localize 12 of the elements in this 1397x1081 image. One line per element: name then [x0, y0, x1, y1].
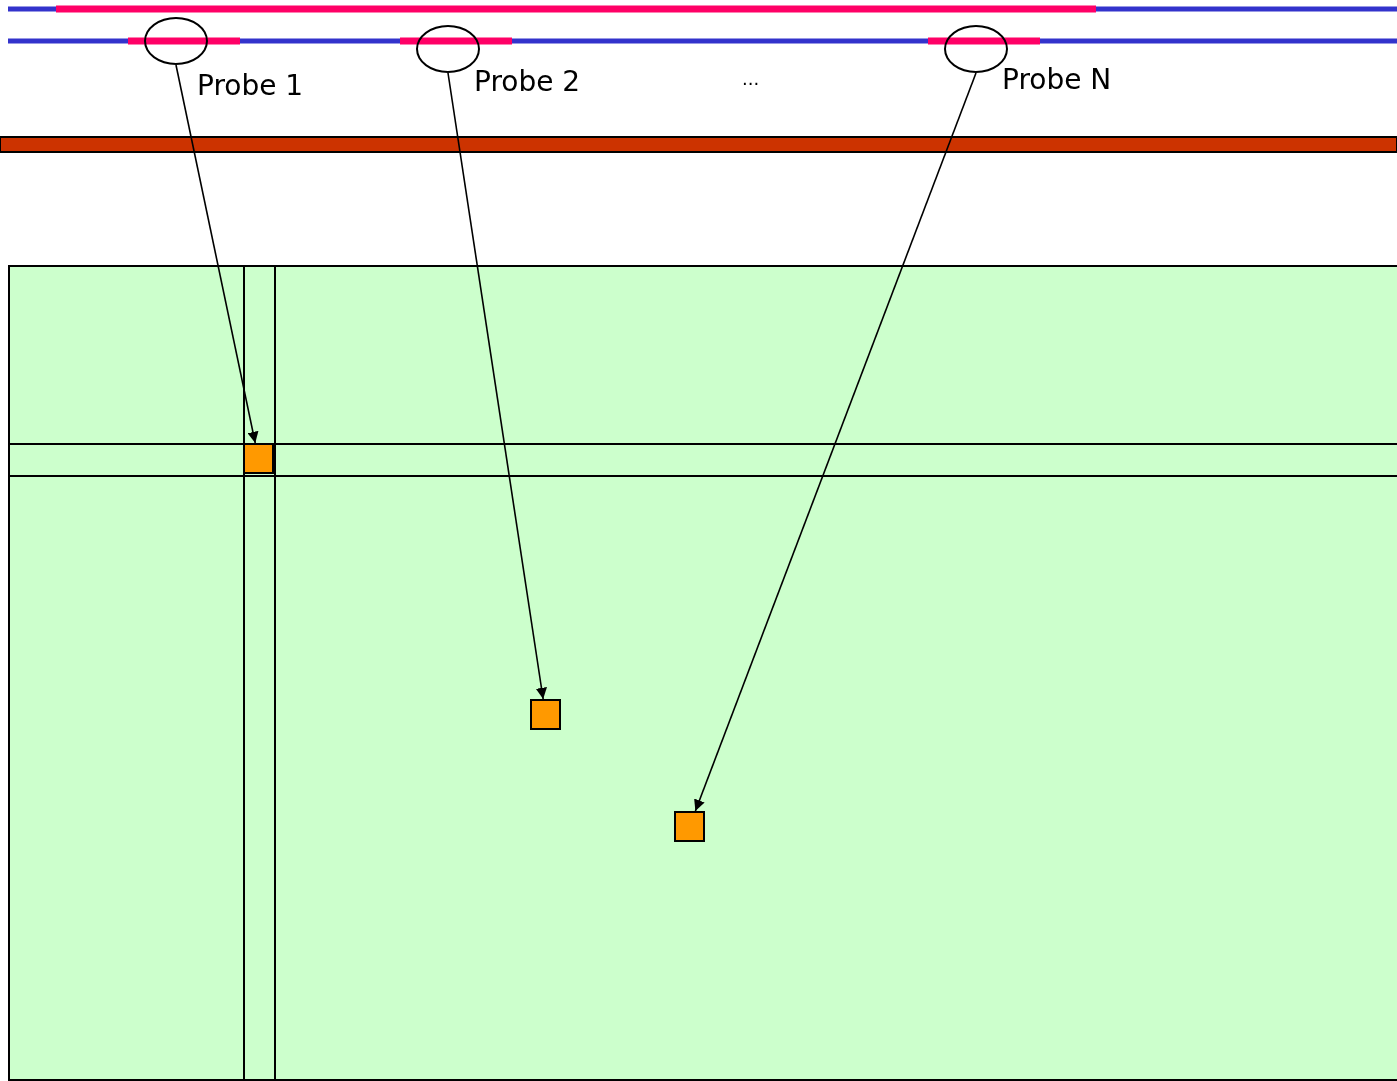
matrix-grid — [8, 265, 1397, 1081]
probe-label: Probe N — [1002, 66, 1112, 94]
probe-label: Probe 1 — [197, 72, 304, 100]
highlighted-cell — [243, 443, 274, 474]
arrow — [175, 64, 259, 444]
probe-circle — [144, 17, 208, 65]
arrow — [447, 72, 547, 700]
highlighted-cell — [674, 811, 705, 842]
probe-label: Probe 2 — [474, 68, 581, 96]
ellipsis-text: ... — [742, 70, 760, 88]
arrow — [694, 72, 977, 812]
highlighted-cell — [530, 699, 561, 730]
